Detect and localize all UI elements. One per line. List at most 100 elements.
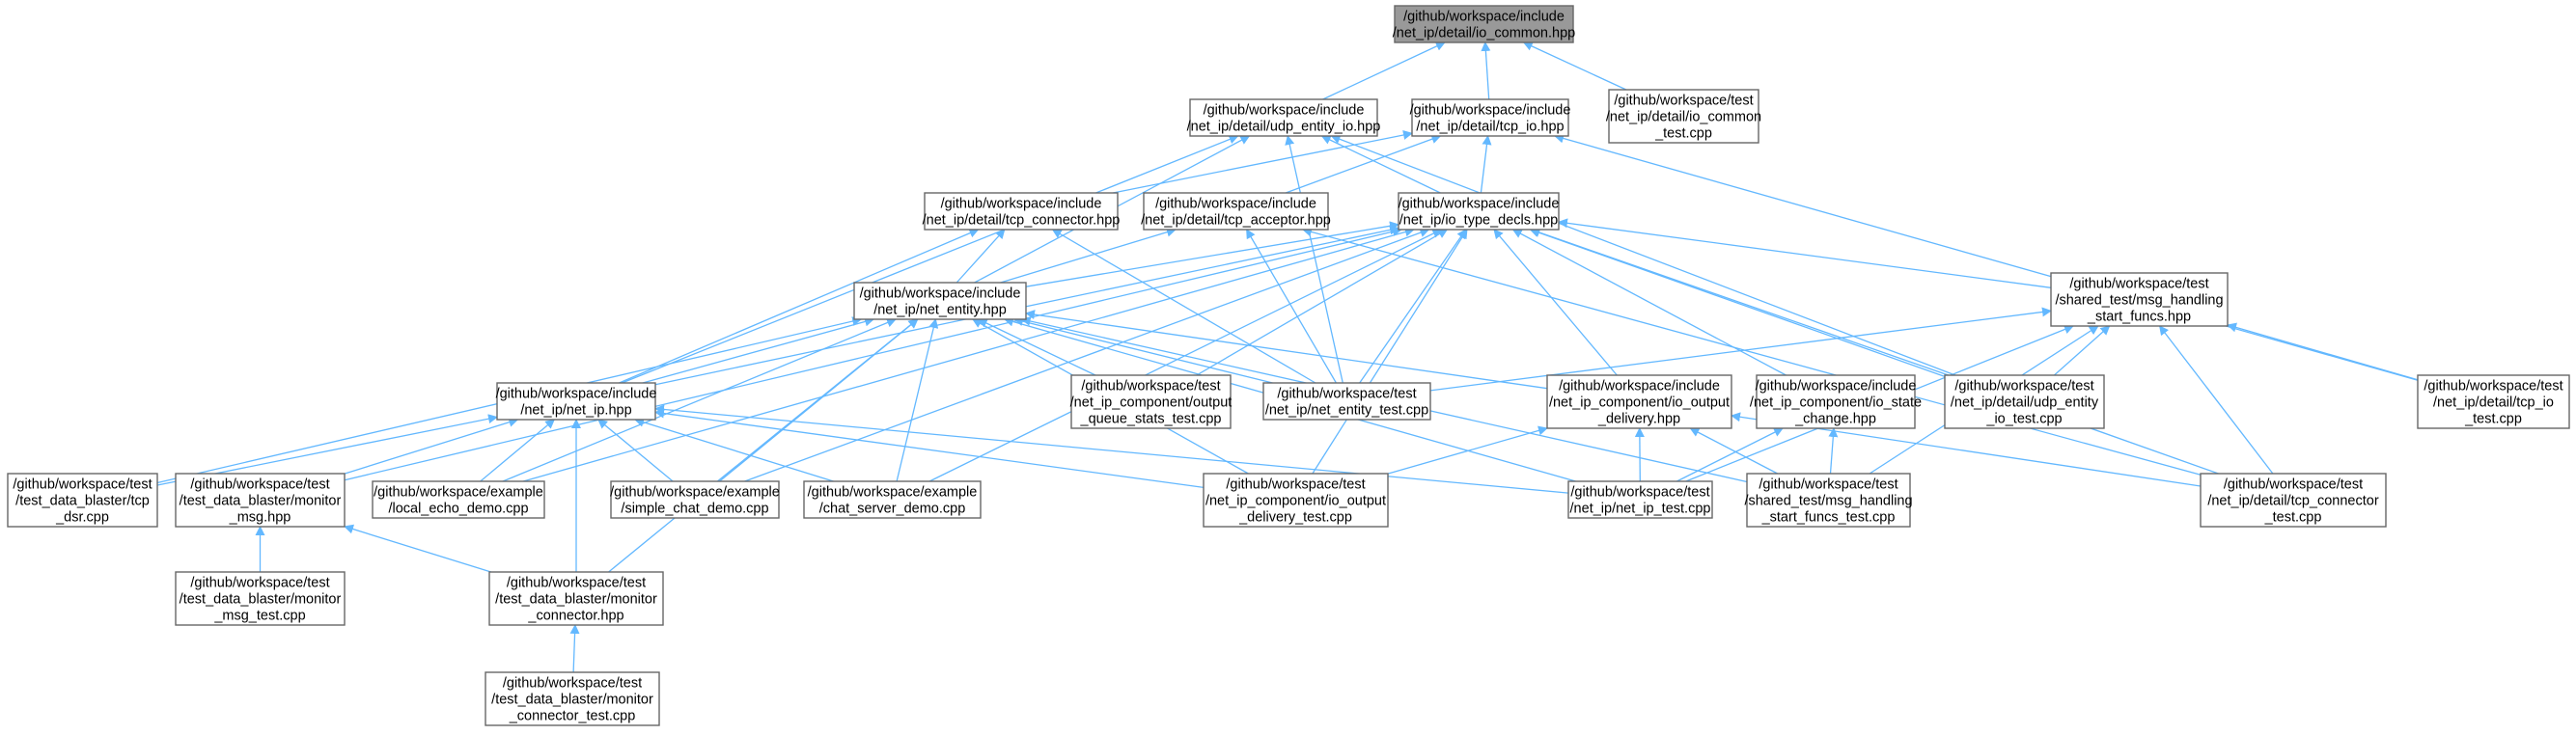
node-net-ip[interactable]: /github/workspace/include/net_ip/net_ip.… xyxy=(496,382,657,421)
node-layer: /github/workspace/include/net_ip/detail/… xyxy=(7,5,2570,726)
node-label-line: _connector.hpp xyxy=(527,609,623,624)
node-label-line: /github/workspace/test xyxy=(507,576,646,591)
node-io-type-decls[interactable]: /github/workspace/include/net_ip/io_type… xyxy=(1398,192,1560,231)
node-io-common-test[interactable]: /github/workspace/test/net_ip/detail/io_… xyxy=(1606,89,1761,144)
edge-io_type_decls-to-simple_chat_demo xyxy=(744,228,1430,482)
edge-tcp_connector-to-net_entity_test xyxy=(1051,229,1316,384)
node-io-common[interactable]: /github/workspace/include/net_ip/detail/… xyxy=(1393,5,1575,43)
node-label-line: /github/workspace/test xyxy=(1226,477,1365,493)
node-label-line: /net_ip_component/output xyxy=(1070,395,1233,411)
node-label-line: /net_ip_component/io_output xyxy=(1205,494,1386,509)
node-label-line: /github/workspace/test xyxy=(1759,477,1897,493)
node-tcp-connector[interactable]: /github/workspace/include/net_ip/detail/… xyxy=(923,192,1121,231)
node-label-line: /net_ip/detail/tcp_io.hpp xyxy=(1416,120,1564,135)
node-label-line: /github/workspace/include xyxy=(1756,379,1917,395)
edge-net_ip-to-simple_chat_demo xyxy=(597,419,674,482)
edge-msg_handling-to-tcp_connector_test xyxy=(2158,325,2274,475)
node-io-output-delivery-test[interactable]: /github/workspace/test/net_ip_component/… xyxy=(1203,473,1389,528)
node-label-line: /net_ip/detail/tcp_io xyxy=(2433,395,2554,411)
node-io-output-delivery[interactable]: /github/workspace/include/net_ip_compone… xyxy=(1546,374,1732,429)
node-tcp-io[interactable]: /github/workspace/include/net_ip/detail/… xyxy=(1410,98,1571,137)
node-tcp-io-test[interactable]: /github/workspace/test/net_ip/detail/tcp… xyxy=(2417,374,2570,429)
edge-msg_handling-to-net_entity_test xyxy=(1429,307,2052,392)
node-label-line: /net_ip_component/io_state xyxy=(1750,395,1922,411)
node-label-line: /shared_test/msg_handling xyxy=(1744,494,1912,509)
node-msg-handling-test[interactable]: /github/workspace/test/shared_test/msg_h… xyxy=(1744,473,1913,528)
node-label-line: /github/workspace/include xyxy=(1155,197,1316,212)
edge-io_type_decls-to-queue_stats_test xyxy=(1196,229,1449,376)
edge-net_ip-to-io_output_delivery_test xyxy=(654,408,1205,489)
node-local-echo-demo[interactable]: /github/workspace/example/local_echo_dem… xyxy=(372,480,545,519)
edge-io_type_decls-to-tcp_connector_test xyxy=(1529,228,2219,475)
edge-io_type_decls-to-msg_handling xyxy=(1558,218,2052,288)
node-box xyxy=(1411,98,1569,137)
node-simple-chat-demo[interactable]: /github/workspace/example/simple_chat_de… xyxy=(610,480,780,519)
node-box xyxy=(1394,5,1574,43)
node-io-state-change[interactable]: /github/workspace/include/net_ip_compone… xyxy=(1750,374,1922,429)
node-label-line: /github/workspace/test xyxy=(503,676,642,692)
node-label-line: /github/workspace/test xyxy=(13,477,152,493)
edge-tcp_acceptor-to-net_entity_test xyxy=(1246,229,1337,384)
node-label-line: /test_data_blaster/monitor xyxy=(491,693,653,708)
node-monitor-connector[interactable]: /github/workspace/test/test_data_blaster… xyxy=(488,571,664,626)
node-udp-entity-io[interactable]: /github/workspace/include/net_ip/detail/… xyxy=(1187,98,1381,137)
node-net-ip-test[interactable]: /github/workspace/test/net_ip/net_ip_tes… xyxy=(1567,480,1713,519)
node-net-entity[interactable]: /github/workspace/include/net_ip/net_ent… xyxy=(853,282,1027,320)
node-label-line: /github/workspace/test xyxy=(1570,485,1709,501)
node-label-line: _change.hpp xyxy=(1794,412,1876,427)
node-chat-server-demo[interactable]: /github/workspace/example/chat_server_de… xyxy=(803,480,982,519)
node-monitor-msg[interactable]: /github/workspace/test/test_data_blaster… xyxy=(175,473,346,528)
node-box xyxy=(1546,374,1732,429)
edge-tcp_acceptor-to-tcp_connector_test xyxy=(1302,227,2202,476)
node-box xyxy=(7,473,158,528)
node-label-line: /test_data_blaster/tcp xyxy=(15,494,150,509)
edge-io_state_change-to-msg_handling_test xyxy=(1828,427,1839,475)
node-queue-stats-test[interactable]: /github/workspace/test/net_ip_component/… xyxy=(1070,374,1233,429)
node-label-line: /github/workspace/include xyxy=(1410,103,1571,119)
node-label-line: /net_ip_component/io_output xyxy=(1549,395,1730,411)
node-tcp-dsr[interactable]: /github/workspace/test/test_data_blaster… xyxy=(7,473,158,528)
node-label-line: /net_ip/detail/udp_entity_io.hpp xyxy=(1187,120,1381,135)
node-box xyxy=(1143,192,1329,231)
node-label-line: _start_funcs.hpp xyxy=(2087,310,2191,325)
node-net-entity-test[interactable]: /github/workspace/test/net_ip/net_entity… xyxy=(1262,382,1431,421)
node-tcp-connector-test[interactable]: /github/workspace/test/net_ip/detail/tcp… xyxy=(2200,473,2387,528)
edge-net_entity-to-net_entity_test xyxy=(1013,316,1273,384)
node-label-line: /net_ip/detail/tcp_connector xyxy=(2207,494,2379,509)
edge-tcp_io-to-tcp_io_test xyxy=(1554,133,2419,381)
node-label-line: /net_ip/detail/io_common.hpp xyxy=(1393,26,1575,41)
node-box xyxy=(2050,272,2229,327)
node-box xyxy=(1746,473,1911,528)
node-label-line: /github/workspace/include xyxy=(1403,10,1565,25)
node-udp-entity-io-test[interactable]: /github/workspace/test/net_ip/detail/udp… xyxy=(1944,374,2105,429)
node-label-line: /github/workspace/test xyxy=(1081,379,1220,395)
node-label-line: _dsr.cpp xyxy=(55,510,109,526)
node-label-line: /net_ip/net_entity_test.cpp xyxy=(1265,403,1428,419)
node-box xyxy=(924,192,1119,231)
edge-net_entity-to-monitor_connector xyxy=(608,318,919,573)
node-label-line: /local_echo_demo.cpp xyxy=(388,502,528,517)
node-tcp-acceptor[interactable]: /github/workspace/include/net_ip/detail/… xyxy=(1141,192,1331,231)
node-box xyxy=(610,480,780,519)
node-label-line: /github/workspace/include xyxy=(1399,197,1560,212)
node-label-line: /net_ip/net_ip_test.cpp xyxy=(1570,502,1711,517)
node-label-line: /net_ip/detail/tcp_acceptor.hpp xyxy=(1141,213,1331,229)
node-msg-handling[interactable]: /github/workspace/test/shared_test/msg_h… xyxy=(2050,272,2229,327)
node-box xyxy=(1608,89,1759,144)
node-label-line: /net_ip/detail/udp_entity xyxy=(1951,395,2099,411)
node-label-line: /chat_server_demo.cpp xyxy=(819,502,966,517)
edge-net_entity-to-chat_server_demo xyxy=(896,318,939,482)
node-monitor-connector-test[interactable]: /github/workspace/test/test_data_blaster… xyxy=(485,671,660,726)
node-box xyxy=(496,382,656,421)
edge-net_ip-to-net_ip_test xyxy=(654,404,1569,494)
edge-io_type_decls-to-net_entity xyxy=(1025,221,1399,287)
edge-io_type_decls-to-udp_entity_io_test xyxy=(1530,228,1950,376)
node-label-line: /net_ip/io_type_decls.hpp xyxy=(1399,213,1558,229)
node-box xyxy=(1398,192,1560,231)
node-label-line: _test.cpp xyxy=(2264,510,2322,526)
edge-io_output_delivery-to-io_output_delivery_test xyxy=(1387,425,1548,475)
node-box xyxy=(1203,473,1389,528)
node-monitor-msg-test[interactable]: /github/workspace/test/test_data_blaster… xyxy=(175,571,346,626)
edge-net_entity-to-io_output_delivery xyxy=(1025,310,1548,390)
